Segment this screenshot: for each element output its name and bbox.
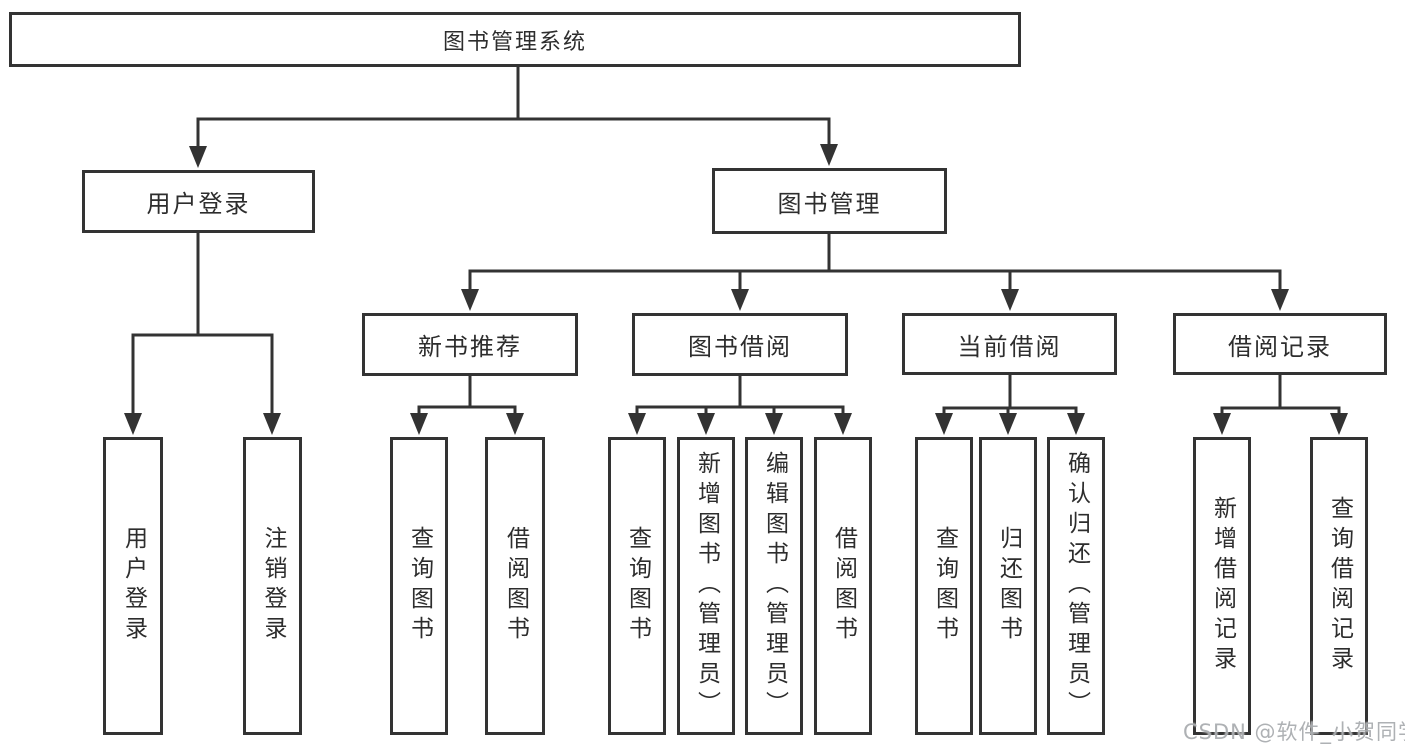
- node-book-management-label: 图书管理: [777, 189, 882, 218]
- leaf-cb-return-books-label: 归还图书: [995, 526, 1022, 646]
- node-book-management: 图书管理: [712, 168, 947, 234]
- leaf-bb-query-books: 查询图书: [608, 437, 666, 735]
- leaf-br-query-record: 查询借阅记录: [1310, 437, 1368, 735]
- node-user-login: 用户登录: [82, 170, 315, 233]
- leaf-br-add-record-label: 新增借阅记录: [1209, 496, 1236, 676]
- leaf-nbr-borrow-books: 借阅图书: [485, 437, 545, 735]
- leaf-logout: 注销登录: [243, 437, 302, 735]
- node-root-system: 图书管理系统: [9, 12, 1021, 67]
- node-book-borrow: 图书借阅: [632, 313, 848, 376]
- node-root-system-label: 图书管理系统: [442, 29, 587, 55]
- leaf-logout-label: 注销登录: [260, 526, 286, 646]
- leaf-bb-borrow-books-label: 借阅图书: [830, 526, 857, 646]
- leaf-nbr-query-books-label: 查询图书: [406, 526, 433, 646]
- node-current-borrow-label: 当前借阅: [957, 332, 1062, 361]
- leaf-bb-query-books-label: 查询图书: [624, 526, 651, 646]
- leaf-cb-query-books: 查询图书: [915, 437, 973, 735]
- leaf-bb-borrow-books: 借阅图书: [814, 437, 872, 735]
- leaf-cb-query-books-label: 查询图书: [931, 526, 958, 646]
- leaf-bb-edit-books-admin-label: 编辑图书（管理员）: [761, 451, 788, 721]
- node-new-book-recommend: 新书推荐: [362, 313, 578, 376]
- node-user-login-label: 用户登录: [146, 190, 251, 218]
- node-current-borrow: 当前借阅: [902, 313, 1117, 375]
- leaf-bb-add-books-admin: 新增图书（管理员）: [677, 437, 735, 735]
- node-new-book-recommend-label: 新书推荐: [418, 333, 522, 361]
- leaf-nbr-borrow-books-label: 借阅图书: [502, 526, 529, 646]
- node-borrow-records-label: 借阅记录: [1228, 332, 1332, 361]
- node-borrow-records: 借阅记录: [1173, 313, 1387, 375]
- leaf-cb-confirm-return-admin: 确认归还（管理员）: [1047, 437, 1105, 735]
- node-book-borrow-label: 图书借阅: [688, 333, 792, 361]
- leaf-bb-add-books-admin-label: 新增图书（管理员）: [693, 451, 720, 721]
- leaf-br-query-record-label: 查询借阅记录: [1326, 496, 1353, 676]
- leaf-cb-confirm-return-admin-label: 确认归还（管理员）: [1063, 451, 1090, 721]
- leaf-cb-return-books: 归还图书: [979, 437, 1037, 735]
- leaf-user-login: 用户登录: [103, 437, 163, 735]
- leaf-user-login-label: 用户登录: [120, 526, 147, 646]
- leaf-bb-edit-books-admin: 编辑图书（管理员）: [745, 437, 803, 735]
- watermark: CSDN @软件_小贺同学: [1183, 720, 1405, 744]
- leaf-nbr-query-books: 查询图书: [390, 437, 448, 735]
- leaf-br-add-record: 新增借阅记录: [1193, 437, 1251, 735]
